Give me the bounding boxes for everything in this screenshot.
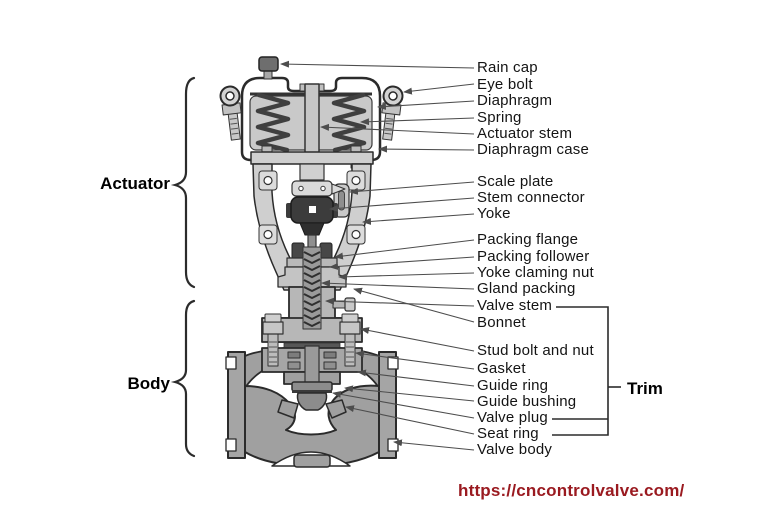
part-label-diaphragm: Diaphragm	[477, 92, 553, 109]
gland-packing-shape	[302, 246, 322, 330]
group-label-actuator: Actuator	[100, 174, 170, 193]
leader-line-valve-body	[393, 439, 475, 451]
part-label-stud-bolt-and-nut: Stud bolt and nut	[477, 342, 594, 359]
part-label-spring: Spring	[477, 109, 522, 126]
leader-line-packing-flange	[334, 239, 475, 260]
leader-line-actuator-stem	[320, 123, 475, 135]
spring-left-shape	[255, 92, 291, 153]
part-label-gasket: Gasket	[477, 360, 526, 377]
part-label-valve-body: Valve body	[477, 441, 553, 458]
part-label-guide-ring: Guide ring	[477, 377, 549, 394]
valve-plug-shape	[291, 381, 333, 411]
leader-line-diaphragm	[377, 100, 475, 110]
stem-connector-shape	[286, 196, 338, 236]
guide-bushing-shape	[287, 361, 337, 370]
leader-line-stem-connector	[329, 197, 475, 212]
leader-line-eye-bolt	[403, 83, 475, 95]
group-label-body: Body	[127, 374, 171, 393]
part-label-stem-connector: Stem connector	[477, 189, 585, 206]
valve-illustration	[219, 56, 404, 468]
leader-line-guide-ring	[357, 369, 475, 387]
stud-bolt-left-shape	[262, 313, 284, 367]
seat-ring-shape	[277, 399, 347, 419]
leader-line-scale-plate	[349, 181, 475, 195]
travel-indicator-shape	[291, 163, 346, 197]
plug-stem-shape	[304, 345, 320, 387]
trim-bracket	[552, 306, 621, 436]
leader-line-stud-bolt	[360, 327, 475, 352]
part-label-diaphragm-case: Diaphragm case	[477, 141, 590, 158]
leader-line-valve-plug	[332, 390, 475, 419]
leader-line-gasket	[355, 350, 475, 370]
clamp-bolt-shape	[332, 297, 356, 312]
leader-lines	[280, 60, 475, 451]
spring-right-shape	[331, 92, 367, 153]
leader-line-guide-bushing	[344, 385, 475, 402]
part-label-rain-cap: Rain cap	[477, 59, 538, 76]
leader-line-yoke	[362, 213, 475, 225]
part-label-yoke-claming-nut: Yoke claming nut	[477, 264, 594, 281]
leader-line-rain-cap	[280, 60, 475, 69]
rain-cap-shape	[258, 56, 279, 80]
part-label-valve-stem: Valve stem	[477, 297, 553, 314]
body-brace	[170, 299, 196, 458]
part-label-packing-follower: Packing follower	[477, 248, 590, 265]
part-label-gland-packing: Gland packing	[477, 280, 576, 297]
leader-line-gland-packing	[321, 279, 475, 290]
leader-line-seat-ring	[345, 405, 475, 435]
leader-line-yoke-claming-nut	[338, 272, 475, 281]
leader-line-packing-follower	[329, 256, 475, 270]
leader-line-diaphragm-case	[378, 145, 475, 153]
part-label-bonnet: Bonnet	[477, 314, 526, 331]
leader-line-spring	[360, 117, 475, 126]
stud-bolt-right-shape	[339, 313, 361, 367]
eye-bolt-right-shape	[381, 85, 404, 141]
part-label-packing-flange: Packing flange	[477, 231, 579, 248]
part-label-eye-bolt: Eye bolt	[477, 76, 533, 93]
leader-line-valve-stem	[325, 297, 475, 307]
eye-bolt-left-shape	[219, 85, 242, 141]
part-label-scale-plate: Scale plate	[477, 173, 554, 190]
actuator-brace	[170, 76, 196, 289]
guide-ring-shape	[287, 351, 337, 359]
website-url[interactable]: https://cncontrolvalve.com/	[458, 481, 685, 500]
group-label-trim: Trim	[627, 379, 663, 398]
part-label-yoke: Yoke	[477, 205, 511, 222]
part-label-actuator-stem: Actuator stem	[477, 125, 573, 142]
part-label-guide-bushing: Guide bushing	[477, 393, 577, 410]
leader-line-bonnet	[353, 287, 475, 323]
part-label-seat-ring: Seat ring	[477, 425, 539, 442]
part-label-valve-plug: Valve plug	[477, 409, 548, 426]
